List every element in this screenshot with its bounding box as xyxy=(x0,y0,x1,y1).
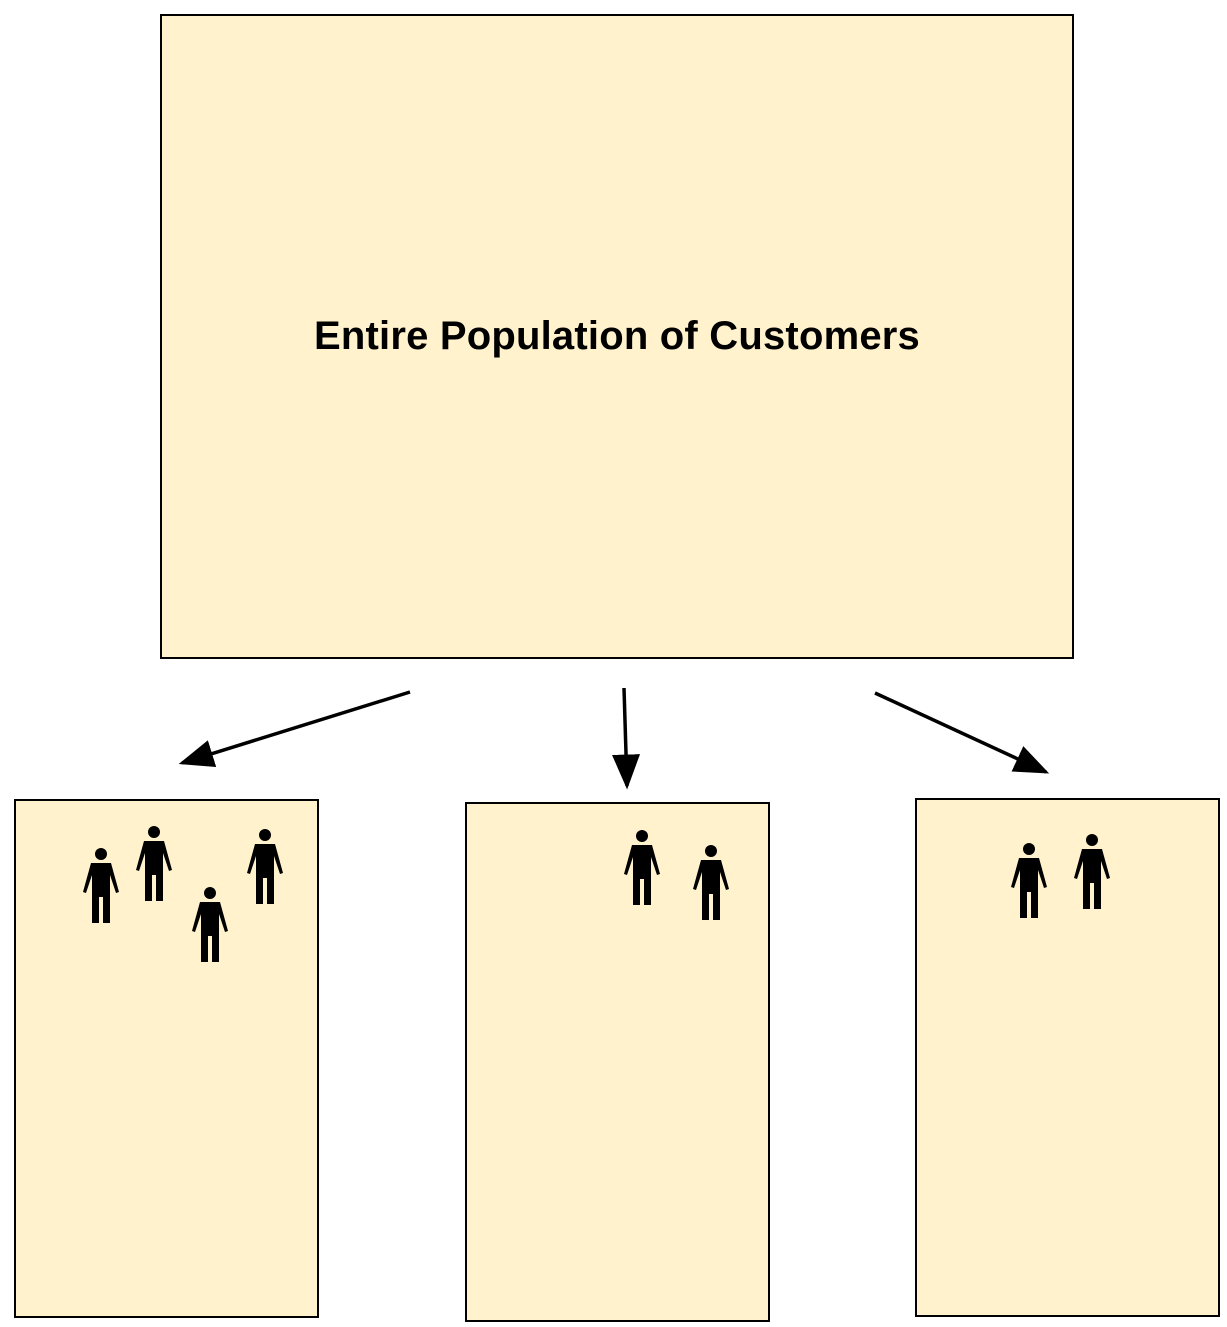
arrow-left xyxy=(178,690,411,768)
population-label: Entire Population of Customers xyxy=(313,314,921,358)
sample-group-right xyxy=(915,798,1220,1317)
arrow-middle xyxy=(612,687,641,790)
sample-group-middle xyxy=(465,802,770,1322)
arrow-right xyxy=(874,691,1050,774)
sample-group-left xyxy=(14,799,319,1318)
population-box: Entire Population of Customers xyxy=(160,14,1074,659)
